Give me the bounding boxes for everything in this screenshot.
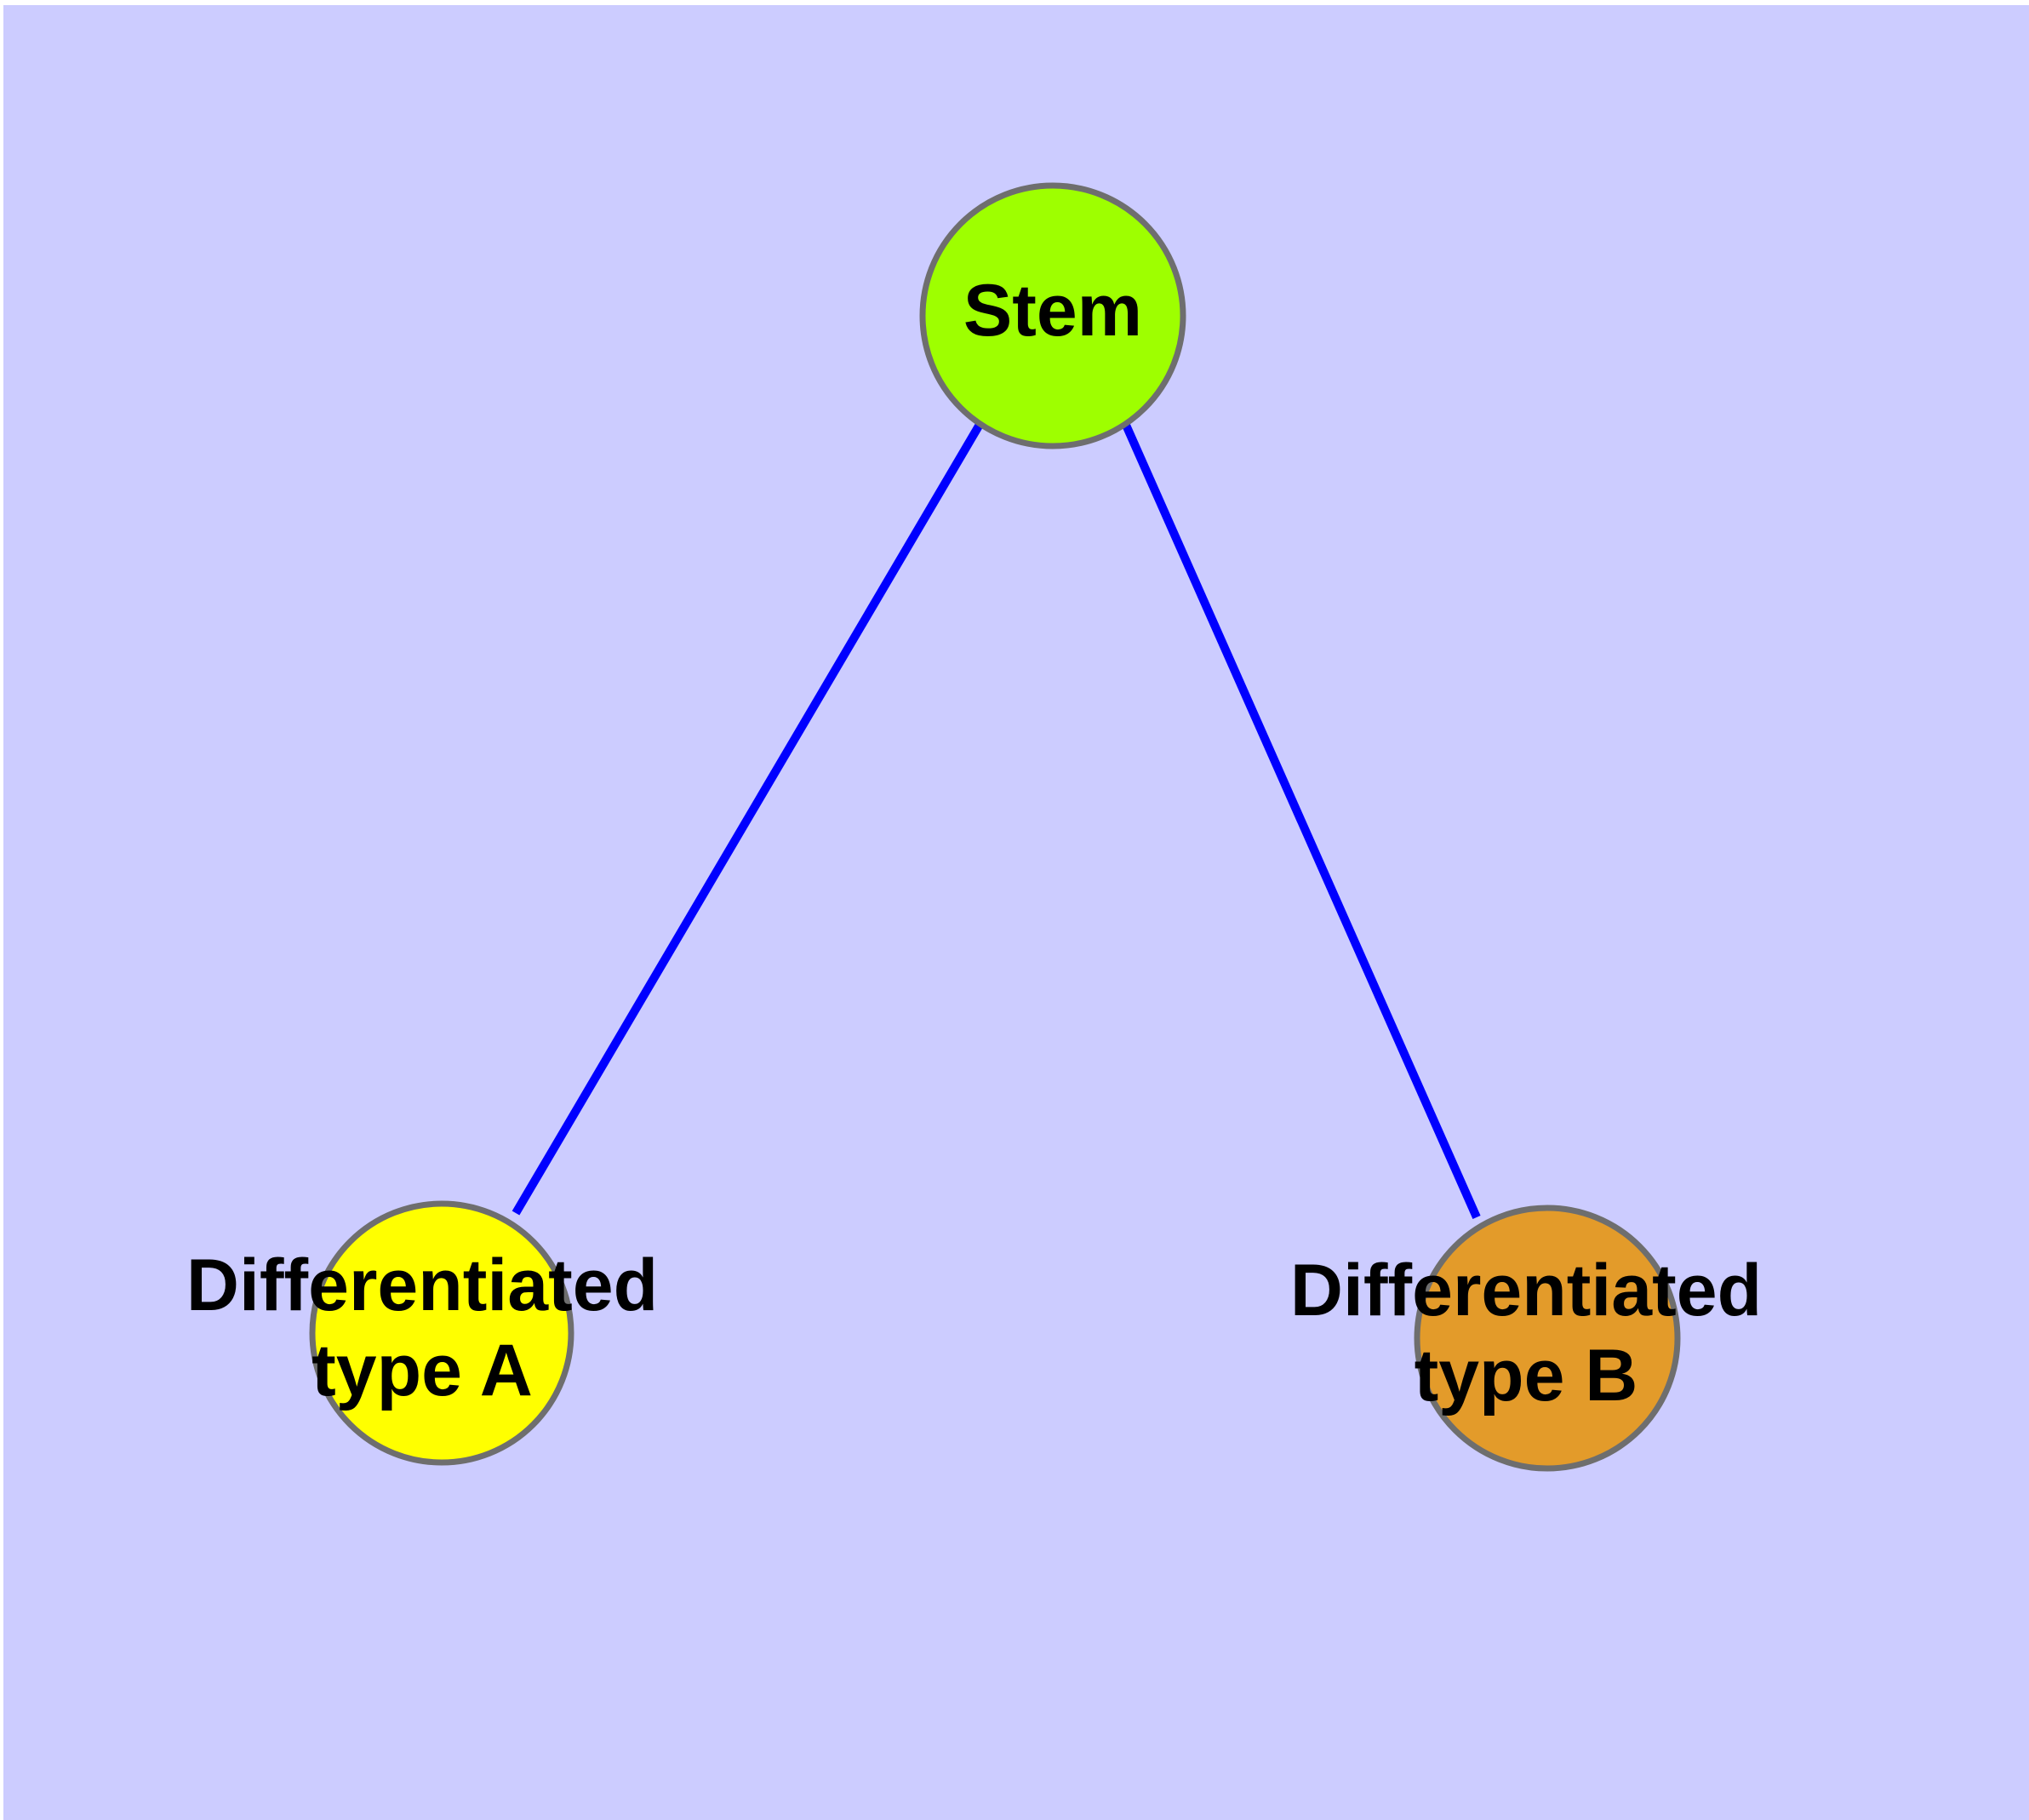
edges-layer (512, 421, 1481, 1220)
node-stem[interactable] (919, 182, 1186, 449)
node-diff_a[interactable] (309, 1200, 574, 1466)
node-diff_b[interactable] (1414, 1205, 1681, 1472)
node-label-line: type A (311, 1330, 533, 1411)
edge-stem-to-diff_a (512, 421, 985, 1216)
nodes-layer (309, 182, 1681, 1472)
node-label-line: Differentiated (1290, 1250, 1762, 1331)
node-label-stem: Stem (963, 270, 1142, 352)
node-label-line: type B (1415, 1335, 1638, 1417)
edge-stem-to-diff_b (1121, 421, 1481, 1220)
node-label-line: Stem (963, 270, 1142, 352)
node-label-line: Differentiated (186, 1245, 658, 1326)
